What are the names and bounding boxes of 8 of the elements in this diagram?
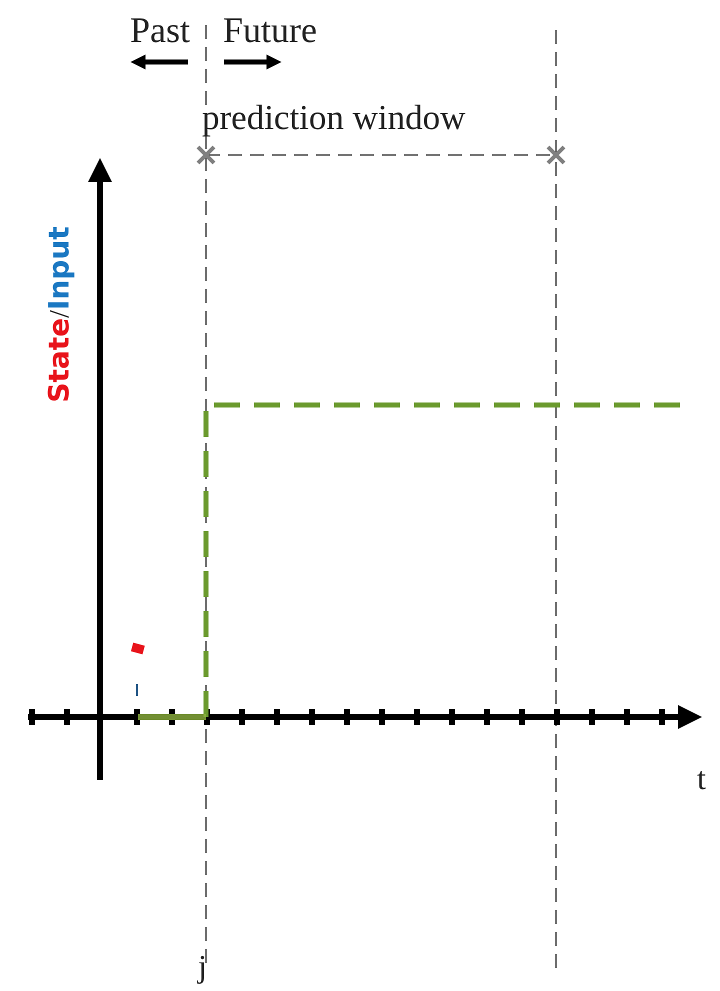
axis-label: Past <box>130 12 190 48</box>
axis-label: Input <box>42 226 76 310</box>
window-label: prediction window <box>202 100 466 135</box>
axis-label: t <box>697 762 706 794</box>
axis-label: State <box>42 318 76 403</box>
tick-label: j <box>198 950 207 982</box>
axis-label: Future <box>223 12 317 48</box>
axis-label: / <box>44 310 76 318</box>
